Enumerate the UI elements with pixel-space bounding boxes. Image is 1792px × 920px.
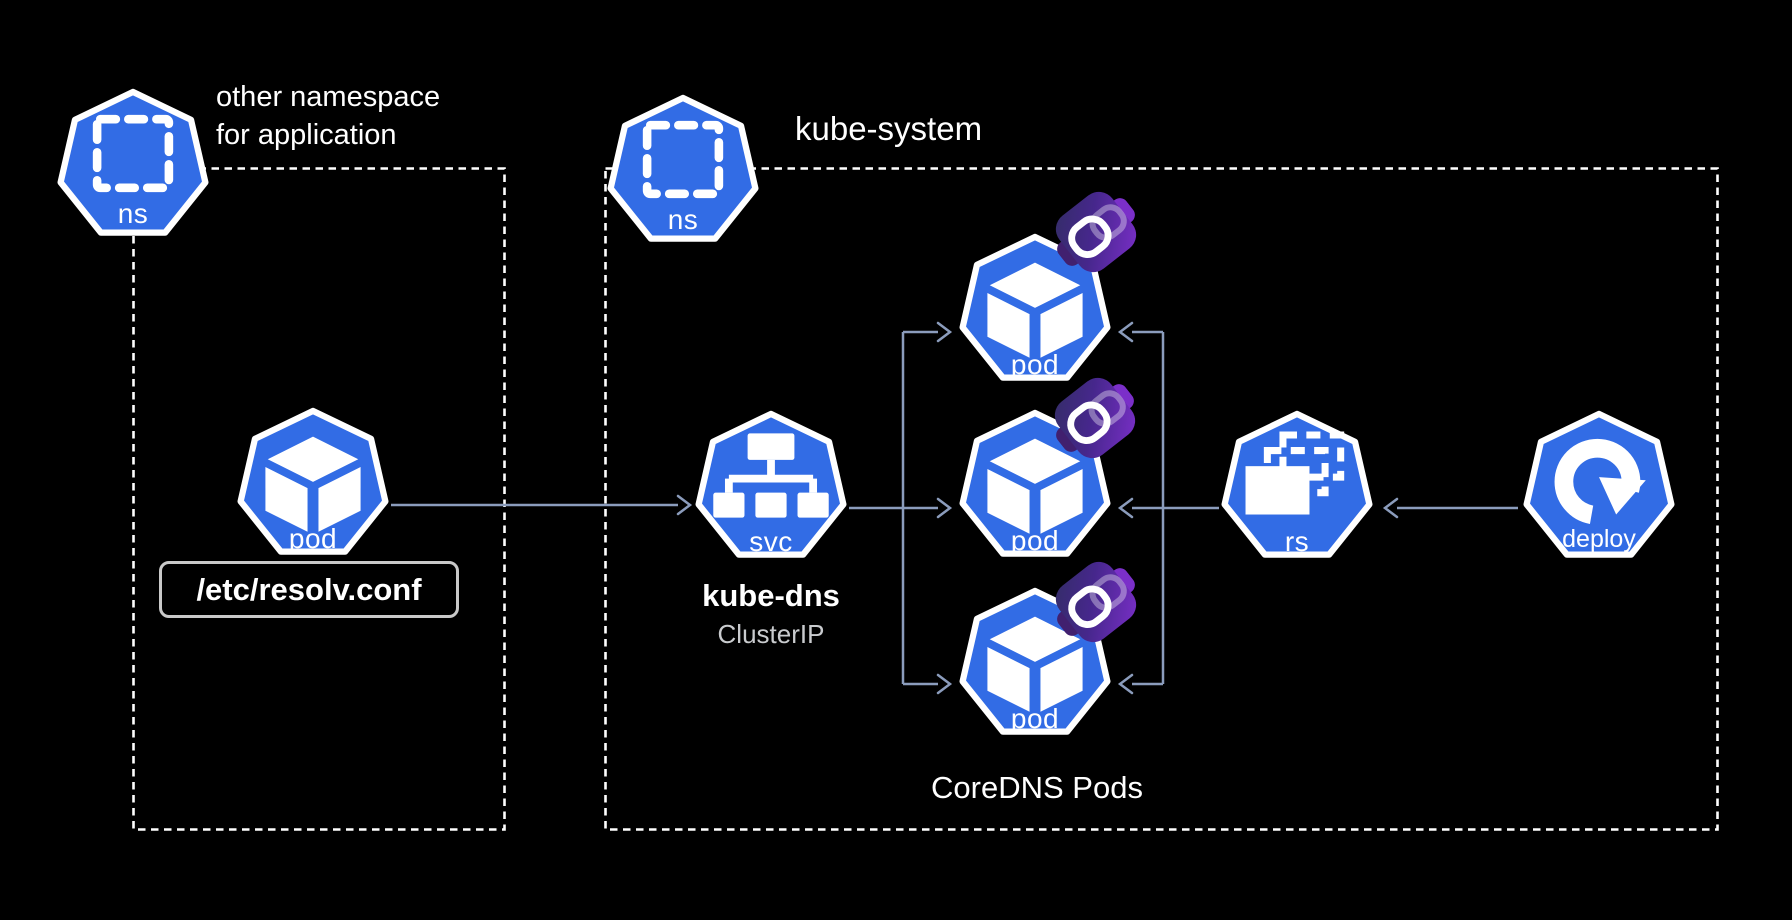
app-namespace-title-line2: for application bbox=[216, 119, 397, 151]
arrowhead-rs-to-top-pod bbox=[1117, 321, 1134, 343]
deployment-heptagon bbox=[1523, 410, 1675, 558]
deployment-icon: deploy bbox=[1521, 410, 1677, 566]
namespace-icon-kube-system: ns bbox=[605, 94, 761, 250]
deployment-rotate-glyph bbox=[1554, 438, 1646, 525]
arrowhead-pod-to-svc bbox=[676, 494, 693, 516]
coredns-pod-label: pod bbox=[1010, 703, 1060, 734]
replicaset-stack-glyph bbox=[1245, 431, 1345, 515]
deployment-icon-label: deploy bbox=[1562, 525, 1636, 553]
kube-system-title: kube-system bbox=[795, 110, 983, 147]
namespace-icon-app: ns bbox=[55, 88, 211, 244]
service-name-block: kube-dns ClusterIP bbox=[641, 578, 901, 650]
coredns-pod-icon-1: pod bbox=[957, 233, 1113, 389]
arrowhead-svc-to-mid-pod bbox=[936, 497, 953, 519]
arrowhead-deploy-to-rs bbox=[1382, 497, 1399, 519]
service-name: kube-dns bbox=[702, 578, 840, 613]
cube-glyph bbox=[987, 616, 1083, 712]
cube-glyph bbox=[987, 262, 1083, 358]
kube-dns-service-icon: svc bbox=[693, 410, 849, 566]
coredns-link-icon bbox=[1054, 377, 1136, 459]
pod-heptagon bbox=[959, 233, 1111, 381]
coredns-pod-label: pod bbox=[1010, 525, 1060, 556]
coredns-logo-badge-3 bbox=[1036, 542, 1157, 663]
namespace-box-kube-system bbox=[604, 167, 1719, 831]
namespace-icon-label: ns bbox=[667, 204, 699, 235]
service-icon-label: svc bbox=[749, 526, 793, 557]
dashed-square-glyph bbox=[642, 120, 724, 199]
namespace-heptagon bbox=[57, 88, 209, 236]
service-tree-glyph bbox=[713, 433, 829, 518]
namespace-box-app bbox=[132, 167, 506, 831]
coredns-pods-caption: CoreDNS Pods bbox=[931, 770, 1143, 805]
coredns-link-icon bbox=[1055, 561, 1137, 643]
service-type: ClusterIP bbox=[717, 619, 825, 649]
coredns-logo-badge-2 bbox=[1035, 358, 1156, 479]
arrowhead-rs-to-bottom-pod bbox=[1117, 673, 1134, 695]
coredns-pod-label: pod bbox=[1010, 349, 1060, 380]
pod-heptagon bbox=[237, 407, 389, 555]
coredns-logo-badge-1 bbox=[1036, 172, 1157, 293]
resolv-conf-box: /etc/resolv.conf bbox=[159, 561, 459, 618]
cube-glyph bbox=[987, 438, 1083, 534]
app-pod-label: pod bbox=[288, 523, 338, 554]
service-heptagon bbox=[695, 410, 847, 558]
replicaset-heptagon bbox=[1221, 410, 1373, 558]
resolv-conf-label: /etc/resolv.conf bbox=[196, 571, 422, 607]
namespace-icon-label: ns bbox=[117, 198, 149, 229]
namespace-heptagon bbox=[607, 94, 759, 242]
app-pod-icon: pod bbox=[235, 407, 391, 563]
arrowhead-svc-to-bottom-pod bbox=[936, 673, 953, 695]
cube-glyph bbox=[265, 436, 361, 532]
arrowhead-rs-to-mid-pod bbox=[1117, 497, 1134, 519]
app-namespace-title: other namespace for application bbox=[216, 78, 440, 154]
dashed-square-glyph bbox=[92, 114, 174, 193]
replicaset-icon-label: rs bbox=[1284, 526, 1310, 557]
replicaset-icon: rs bbox=[1219, 410, 1375, 566]
arrowhead-svc-to-top-pod bbox=[936, 321, 953, 343]
app-namespace-title-line1: other namespace bbox=[216, 81, 441, 113]
coredns-link-icon bbox=[1055, 191, 1137, 273]
